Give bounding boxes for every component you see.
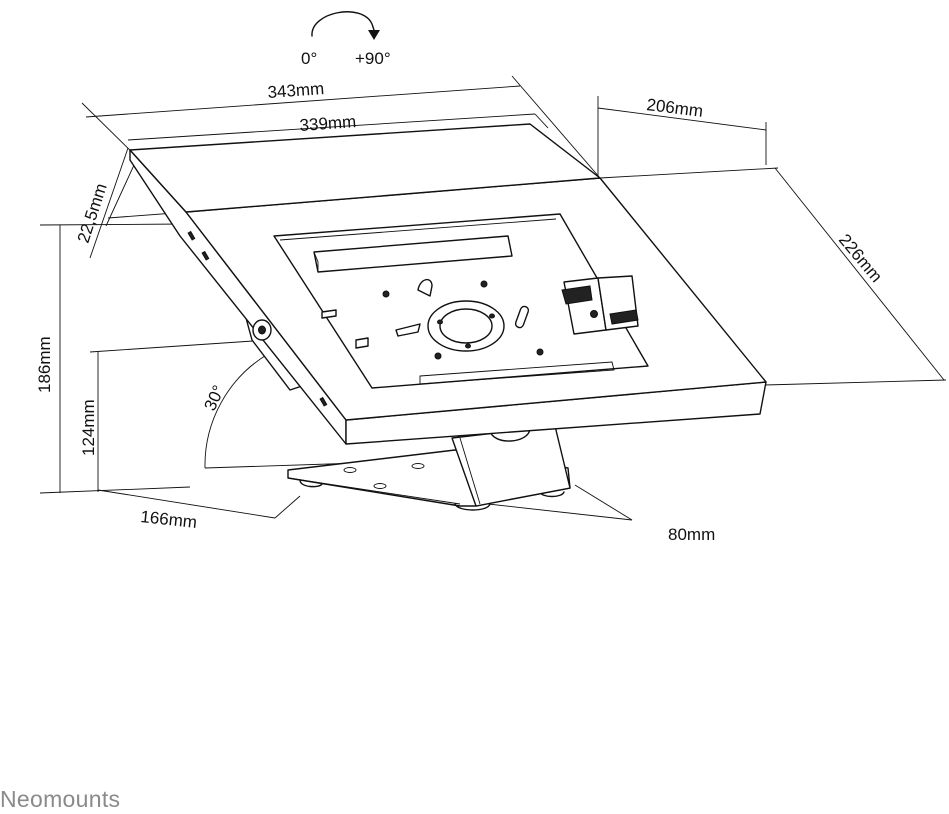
dim-inner-width: 339mm xyxy=(299,112,357,135)
brand-logo: Neomounts xyxy=(0,786,121,812)
dim-outer-width: 343mm xyxy=(267,79,325,102)
dimension-lines xyxy=(39,75,947,521)
rotation-end-label: +90° xyxy=(355,49,391,68)
dim-base-length: 166mm xyxy=(140,507,198,532)
tablet-enclosure xyxy=(129,123,767,445)
rotation-arrow-icon xyxy=(311,11,375,37)
dim-total-height: 186mm xyxy=(35,336,54,393)
dim-depth-top: 206mm xyxy=(646,95,705,121)
lock-icon xyxy=(252,319,272,341)
rotation-start-label: 0° xyxy=(301,49,317,68)
dim-tilt-angle: 30° xyxy=(200,382,228,413)
dim-depth-side: 226mm xyxy=(835,230,886,286)
clamp-block xyxy=(561,275,639,335)
dim-base-width: 80mm xyxy=(668,525,715,544)
dim-pivot-height: 124mm xyxy=(79,399,98,456)
rotation-arrowhead xyxy=(368,30,380,40)
stand-column xyxy=(451,425,571,507)
rotation-indicator: 0° +90° xyxy=(301,11,391,68)
